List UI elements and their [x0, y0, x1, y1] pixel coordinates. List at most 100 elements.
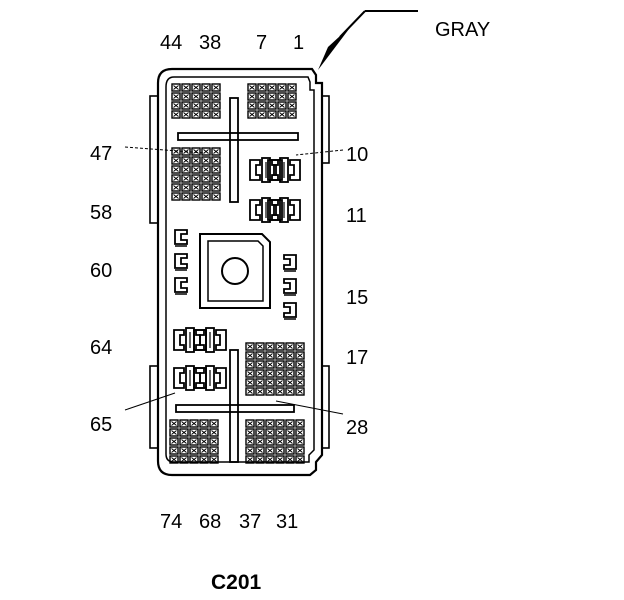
pin-cavity: [275, 387, 285, 396]
pin-cavity: [245, 378, 255, 387]
pin-cavity: [265, 446, 275, 455]
pin-cavity: [285, 360, 295, 369]
pin-cavity: [191, 110, 201, 119]
pin-cavity: [189, 446, 199, 455]
pin-cavity: [245, 351, 255, 360]
signal-clip-left-2: [174, 253, 188, 271]
pin-cavity: [295, 342, 305, 351]
pin-cavity: [191, 83, 201, 92]
connector-body: [149, 67, 330, 477]
pin-cavity: [191, 174, 201, 183]
pin-cavity: [211, 92, 221, 101]
leader-pin-28: [275, 400, 344, 415]
connector-inner-outline: [165, 76, 315, 463]
pin-cavity: [201, 183, 211, 192]
pin-label-right-5: 28: [346, 417, 368, 439]
pin-label-right-1: 10: [346, 144, 368, 166]
pin-cavity: [255, 455, 265, 464]
pin-cavity: [245, 437, 255, 446]
pin-cavity: [181, 165, 191, 174]
pin-cavity: [191, 156, 201, 165]
cavity-block-bottom-right: [245, 419, 305, 464]
pin-cavity: [245, 428, 255, 437]
pin-cavity: [275, 369, 285, 378]
pin-cavity: [287, 101, 297, 110]
pin-cavity: [275, 428, 285, 437]
callout-arrowhead: [318, 25, 352, 70]
pin-cavity: [255, 446, 265, 455]
pin-cavity: [275, 437, 285, 446]
pin-cavity: [255, 351, 265, 360]
pin-cavity: [265, 387, 275, 396]
signal-clip-left-3: [174, 277, 188, 295]
pin-label-left-4: 64: [90, 337, 112, 359]
pin-cavity: [267, 92, 277, 101]
cavity-block-upper-left: [171, 147, 221, 201]
pin-cavity: [255, 387, 265, 396]
pin-cavity: [179, 428, 189, 437]
pin-cavity: [199, 446, 209, 455]
right-latch-upper: [321, 95, 330, 164]
pin-cavity: [285, 428, 295, 437]
pin-label-top-4: 1: [293, 32, 304, 54]
pin-cavity: [255, 419, 265, 428]
pin-cavity: [179, 437, 189, 446]
pin-cavity: [245, 455, 255, 464]
pin-cavity: [191, 92, 201, 101]
pin-cavity: [201, 92, 211, 101]
pin-cavity: [201, 83, 211, 92]
pin-cavity: [189, 437, 199, 446]
pin-cavity: [169, 428, 179, 437]
pin-cavity: [209, 428, 219, 437]
pin-cavity: [265, 342, 275, 351]
pin-cavity: [267, 101, 277, 110]
power-terminal-7: [173, 365, 207, 391]
pin-label-top-3: 7: [256, 32, 267, 54]
pin-cavity: [277, 110, 287, 119]
pin-cavity: [295, 351, 305, 360]
signal-clip-right-3: [283, 302, 297, 320]
pin-cavity: [295, 455, 305, 464]
pin-cavity: [169, 437, 179, 446]
pin-cavity: [257, 83, 267, 92]
pin-cavity: [287, 110, 297, 119]
pin-label-top-1: 44: [160, 32, 182, 54]
pin-cavity: [265, 419, 275, 428]
cavity-block-top-left: [171, 83, 221, 119]
pin-cavity: [285, 378, 295, 387]
connector-id-title: C201: [211, 571, 262, 594]
pin-cavity: [191, 183, 201, 192]
pin-cavity: [265, 455, 275, 464]
power-terminal-8: [193, 365, 227, 391]
pin-cavity: [171, 83, 181, 92]
center-jack-screw: [199, 233, 271, 309]
pin-cavity: [275, 378, 285, 387]
pin-label-left-2: 58: [90, 202, 112, 224]
pin-cavity: [275, 419, 285, 428]
pin-cavity: [267, 83, 277, 92]
pin-cavity: [201, 165, 211, 174]
pin-cavity: [295, 437, 305, 446]
pin-cavity: [179, 455, 189, 464]
pin-cavity: [277, 92, 287, 101]
pin-cavity: [265, 378, 275, 387]
pin-cavity: [171, 92, 181, 101]
pin-cavity: [247, 92, 257, 101]
pin-cavity: [181, 174, 191, 183]
pin-cavity: [199, 419, 209, 428]
pin-cavity: [275, 360, 285, 369]
pin-cavity: [181, 110, 191, 119]
pin-cavity: [245, 342, 255, 351]
signal-clip-right-2: [283, 278, 297, 296]
pin-cavity: [209, 419, 219, 428]
pin-cavity: [169, 446, 179, 455]
pin-cavity: [285, 351, 295, 360]
pin-label-bottom-3: 37: [239, 511, 261, 533]
pin-cavity: [209, 455, 219, 464]
leader-pin-65: [124, 392, 176, 411]
pin-cavity: [171, 156, 181, 165]
pin-cavity: [265, 437, 275, 446]
pin-cavity: [265, 360, 275, 369]
pin-cavity: [179, 446, 189, 455]
